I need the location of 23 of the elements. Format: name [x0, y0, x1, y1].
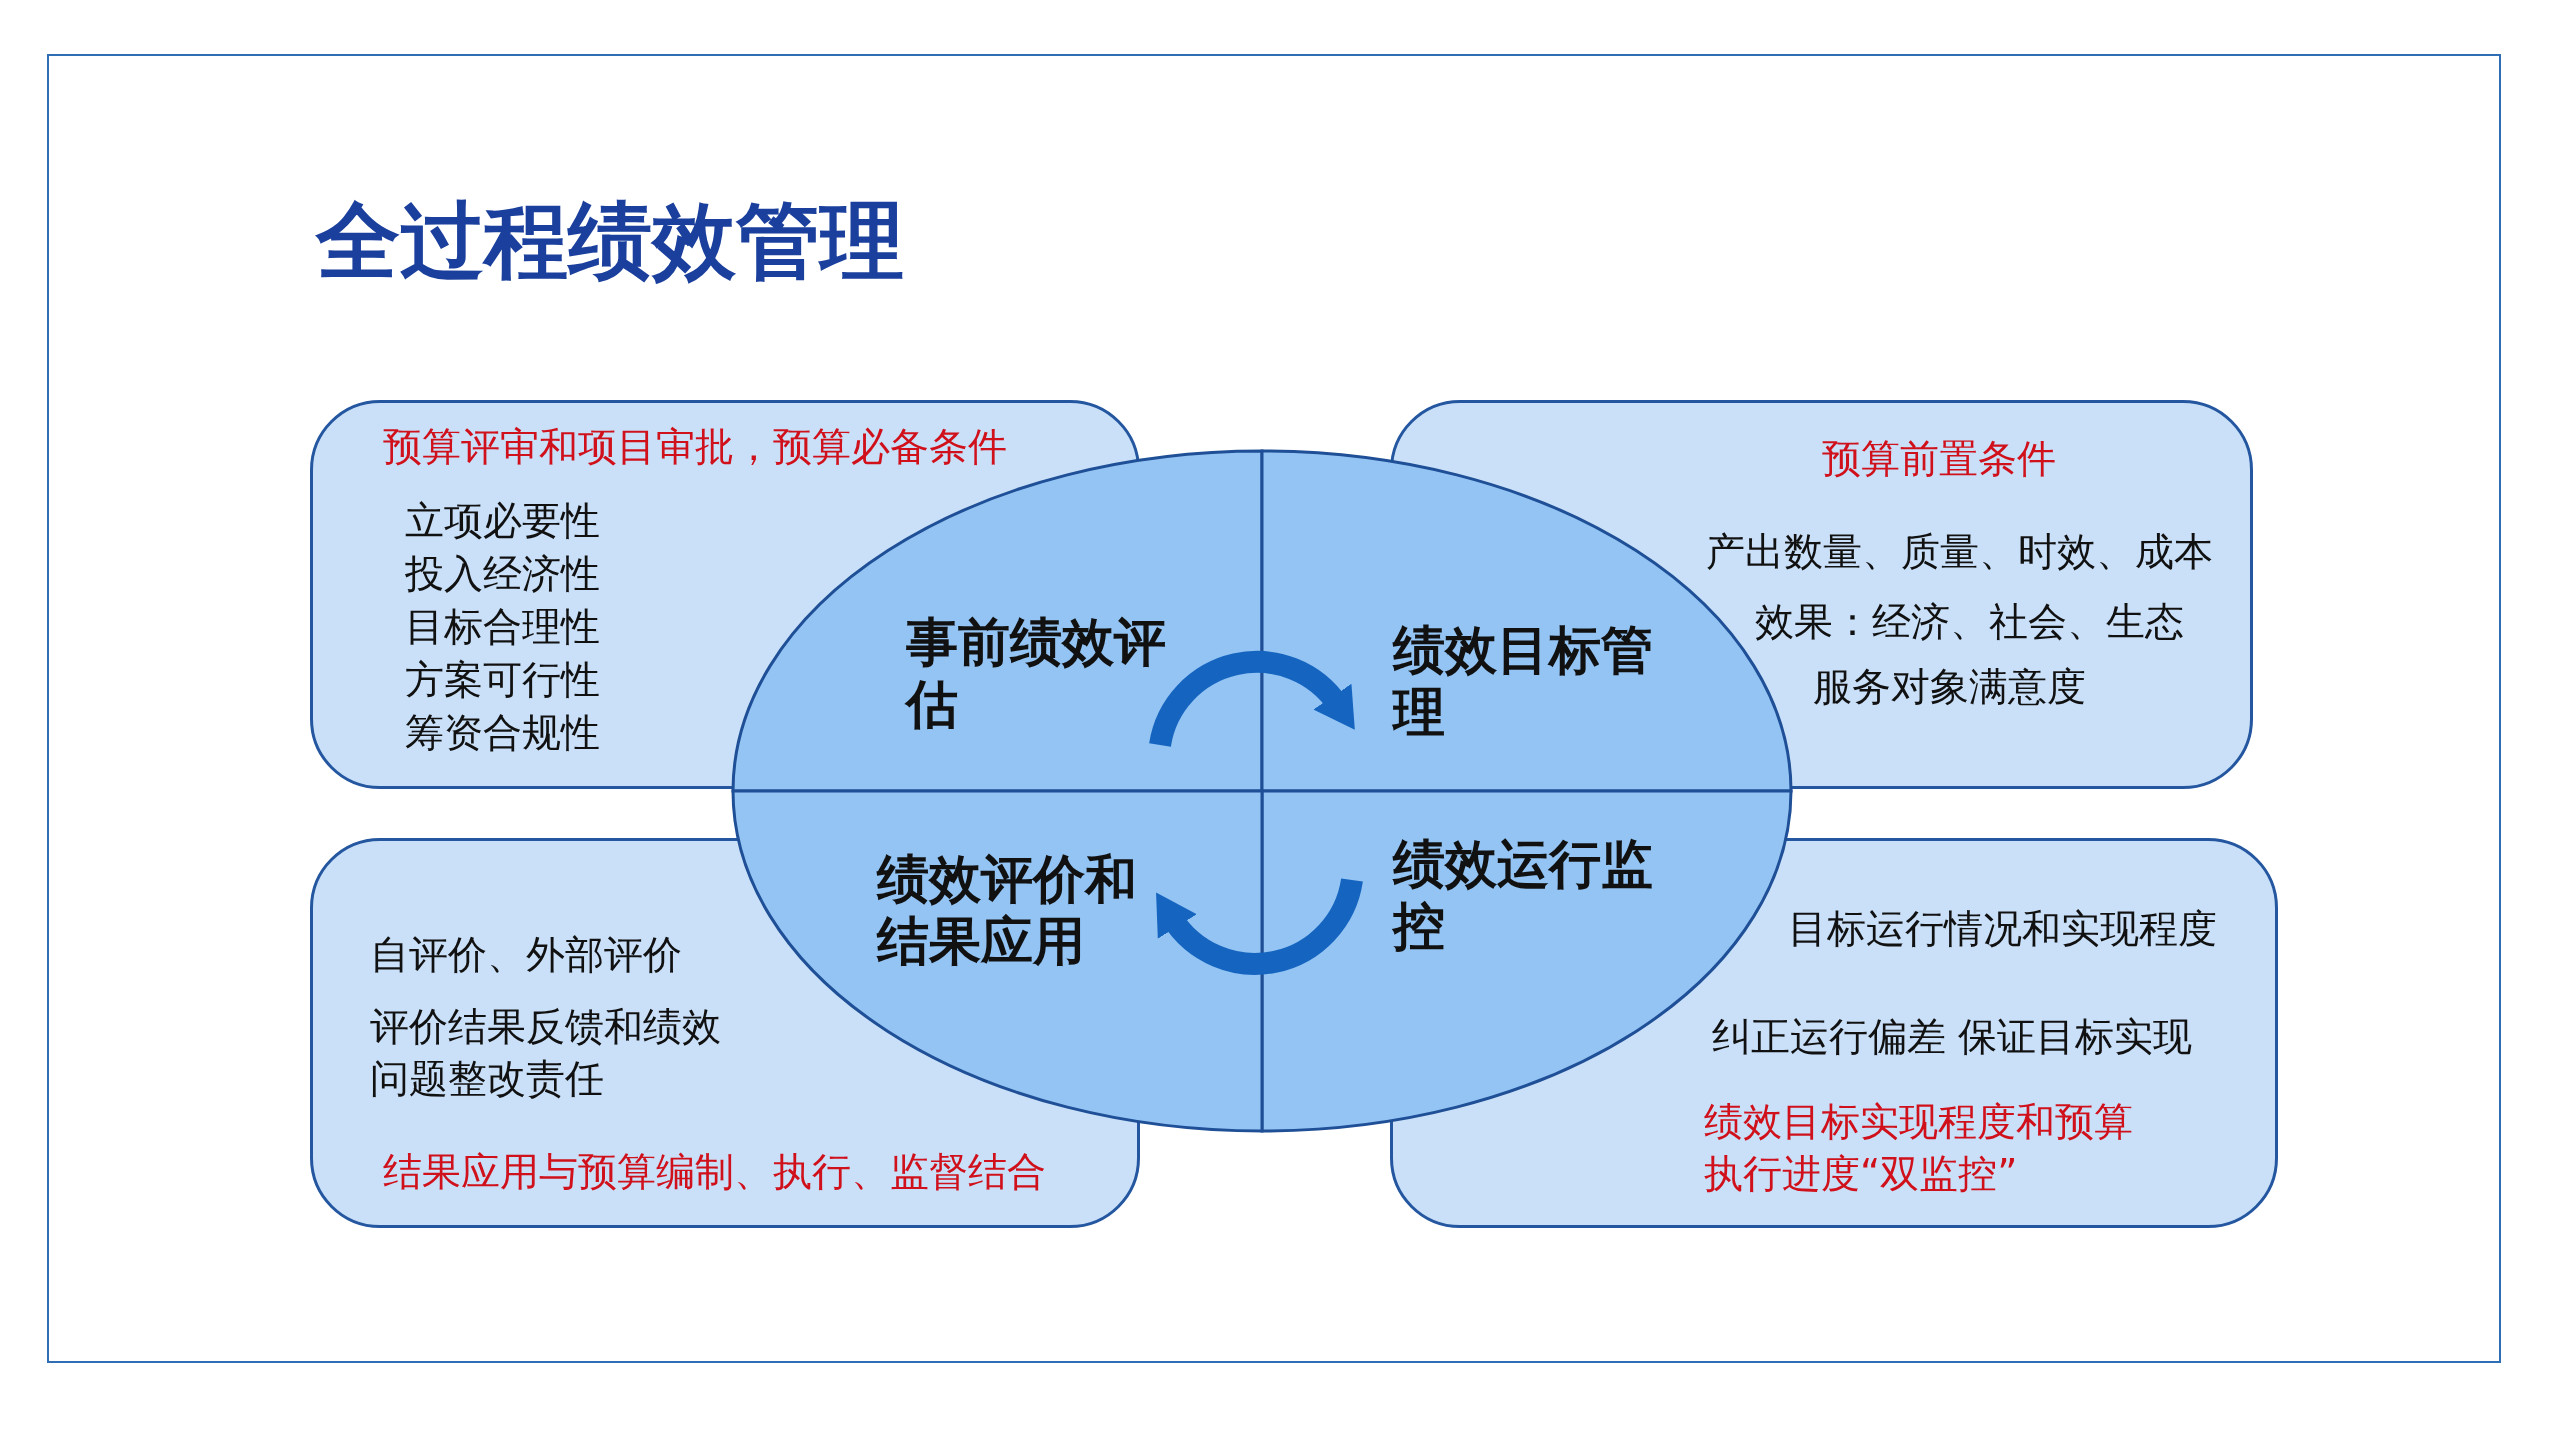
card-text: 立项必要性	[405, 497, 601, 545]
title: 全过程绩效管理	[316, 191, 904, 292]
card-text: 目标合理性	[405, 603, 601, 651]
card-heading: 结果应用与预算编制、执行、监督结合	[383, 1148, 1047, 1196]
curved-arrow	[1154, 877, 1363, 975]
card-text: 筹资合规性	[405, 709, 601, 757]
card-text: 自评价、外部评价	[370, 931, 683, 979]
card-heading: 绩效目标实现程度和预算执行进度“双监控”	[1704, 1098, 2134, 1198]
quadrant-label: 事前绩效评估	[906, 611, 1167, 735]
card-text: 服务对象满意度	[1811, 663, 2087, 711]
quadrant-label: 绩效目标管理	[1393, 619, 1654, 743]
card-text: 产出数量、质量、时效、成本	[1704, 528, 2214, 576]
card-text: 效果：经济、社会、生态	[1753, 598, 2185, 646]
quadrant-segment	[733, 791, 1262, 1131]
card-text: 目标运行情况和实现程度	[1788, 905, 2218, 953]
card-text: 评价结果反馈和绩效问题整改责任	[370, 1003, 722, 1103]
quadrant-label: 绩效评价和结果应用	[877, 848, 1138, 972]
card-heading: 预算评审和项目审批，预算必备条件	[383, 423, 1008, 471]
card-text: 纠正运行偏差 保证目标实现	[1712, 1013, 2194, 1061]
card-text: 方案可行性	[405, 656, 601, 704]
card-text: 投入经济性	[405, 550, 601, 598]
quadrant-label: 绩效运行监控	[1393, 833, 1654, 957]
card-heading: 预算前置条件	[1821, 435, 2057, 483]
